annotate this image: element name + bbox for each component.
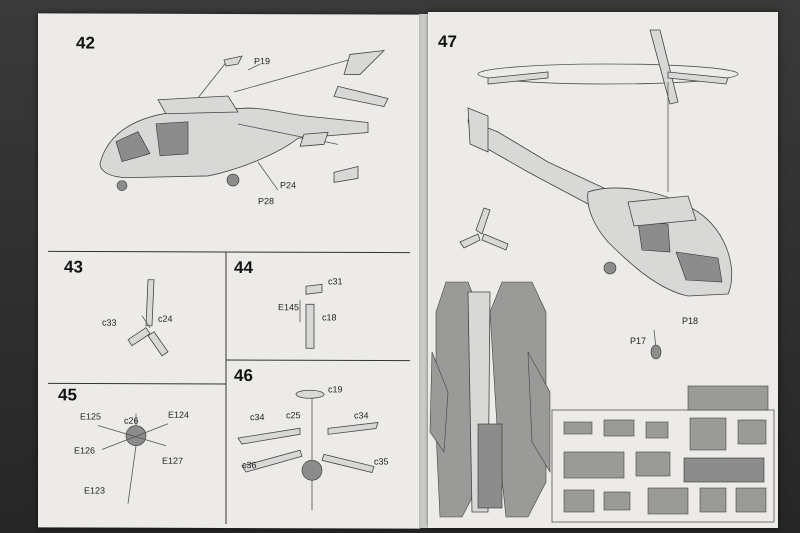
helicopter-rear-three-quarter-drawing: [459, 29, 739, 360]
tail-rotor-drawing: [127, 279, 169, 357]
step-number: 45: [58, 385, 77, 405]
right-page: 47 P18 P17: [428, 12, 778, 528]
part-label: E126: [74, 445, 96, 456]
helicopter-side-view-drawing: [99, 50, 389, 191]
part-label: E125: [80, 411, 102, 422]
part-label: c24: [158, 313, 173, 324]
step-number: 47: [438, 32, 457, 51]
part-label: c19: [328, 384, 343, 395]
part-label: E123: [84, 485, 106, 496]
part-label: c35: [374, 456, 389, 467]
part-label: c34: [354, 410, 369, 421]
part-label: P19: [254, 56, 271, 67]
part-label: c25: [286, 410, 301, 421]
part-label: E127: [162, 455, 184, 466]
part-label: c34: [250, 412, 265, 423]
parts-sprue-drawing: [551, 385, 775, 523]
part-label: P18: [682, 316, 699, 326]
part-label: P17: [630, 336, 647, 346]
part-label: c18: [322, 312, 337, 323]
right-page-drawings: [429, 29, 775, 523]
rotor-hub-drawing: [97, 413, 169, 504]
part-label: E124: [168, 409, 190, 420]
fuselage-halves-drawing: [429, 281, 551, 518]
part-label: P24: [280, 180, 297, 191]
main-rotor-blades-drawing: [237, 389, 379, 511]
left-page: 42 P19 P24 P28 43 c33 c24 44 c31 E145 c1…: [38, 13, 420, 529]
step-number: 44: [234, 258, 253, 278]
step-number: 42: [76, 33, 95, 53]
part-label: c36: [242, 460, 257, 471]
rotor-mast-drawing: [299, 283, 323, 349]
part-label: c31: [328, 276, 343, 287]
part-label: c33: [102, 317, 117, 328]
part-label: P28: [258, 196, 275, 207]
left-page-drawings: [48, 50, 410, 524]
part-label: E145: [278, 302, 300, 313]
part-label: c26: [124, 415, 139, 426]
step-number: 46: [234, 366, 253, 386]
step-number: 43: [64, 257, 83, 277]
